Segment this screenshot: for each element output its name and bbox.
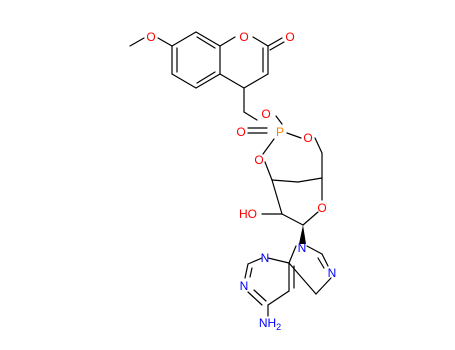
bond: [262, 138, 275, 155]
bond: [275, 115, 283, 125]
bond: [302, 211, 319, 226]
bond: [314, 137, 323, 154]
bond: [243, 111, 258, 121]
atom-n1: N: [240, 279, 249, 293]
bond-double-inner: [196, 71, 216, 84]
bond: [286, 132, 302, 139]
bond: [315, 277, 332, 295]
bond: [195, 73, 221, 89]
amine-subscript: 2: [276, 322, 281, 332]
bond: [219, 36, 236, 47]
atom-o-ester: O: [261, 107, 270, 121]
bond: [129, 37, 145, 47]
adenine-unit: [244, 245, 332, 317]
wedge-bond: [299, 225, 306, 244]
bond: [281, 213, 304, 226]
atom-o-cyclic-right: O: [303, 131, 312, 145]
bond: [321, 253, 329, 267]
bond: [247, 291, 263, 306]
bond: [195, 31, 221, 47]
atom-n9: N: [298, 241, 307, 255]
bond-double-inner: [249, 267, 253, 278]
bond: [271, 179, 283, 215]
bond-double-inner: [317, 257, 325, 269]
atom-o-methoxy: O: [146, 30, 155, 44]
ribose-ring: [261, 177, 323, 244]
bond: [267, 257, 290, 264]
bond: [244, 263, 249, 279]
atom-o-phosphoryl: O: [236, 125, 245, 139]
bond: [219, 73, 245, 89]
bond-double-inner: [196, 36, 216, 49]
amine-text: NH: [259, 316, 276, 330]
bond: [247, 257, 263, 265]
bond: [264, 161, 273, 181]
bond: [171, 73, 197, 89]
bond: [252, 36, 269, 47]
bond: [267, 37, 283, 47]
bond: [288, 245, 297, 264]
bond: [267, 290, 290, 306]
atom-o-carbonyl: O: [285, 30, 294, 44]
bond: [288, 262, 317, 295]
atom-o-lactone-ring: O: [239, 30, 248, 44]
atom-hydroxyl: HO: [239, 207, 257, 221]
atom-n7: N: [328, 266, 337, 280]
bond: [157, 37, 173, 47]
cyclic-phosphate-ring: [247, 115, 323, 183]
atom-o-furanose: O: [317, 201, 326, 215]
bond-double-inner: [253, 289, 267, 302]
atom-o-cyclic-left: O: [254, 153, 263, 167]
atom-labels: O O O O P O O O O HO N N N N NH2: [146, 30, 336, 332]
atom-n3: N: [261, 251, 270, 265]
coumarin-unit: [129, 31, 285, 121]
bond: [297, 177, 323, 183]
bond: [269, 41, 285, 51]
atom-amine: NH2: [259, 316, 281, 332]
bond: [271, 179, 299, 183]
bond: [243, 73, 269, 89]
bond: [306, 245, 323, 255]
atom-phosphorus: P: [276, 125, 284, 139]
bond: [171, 31, 197, 47]
